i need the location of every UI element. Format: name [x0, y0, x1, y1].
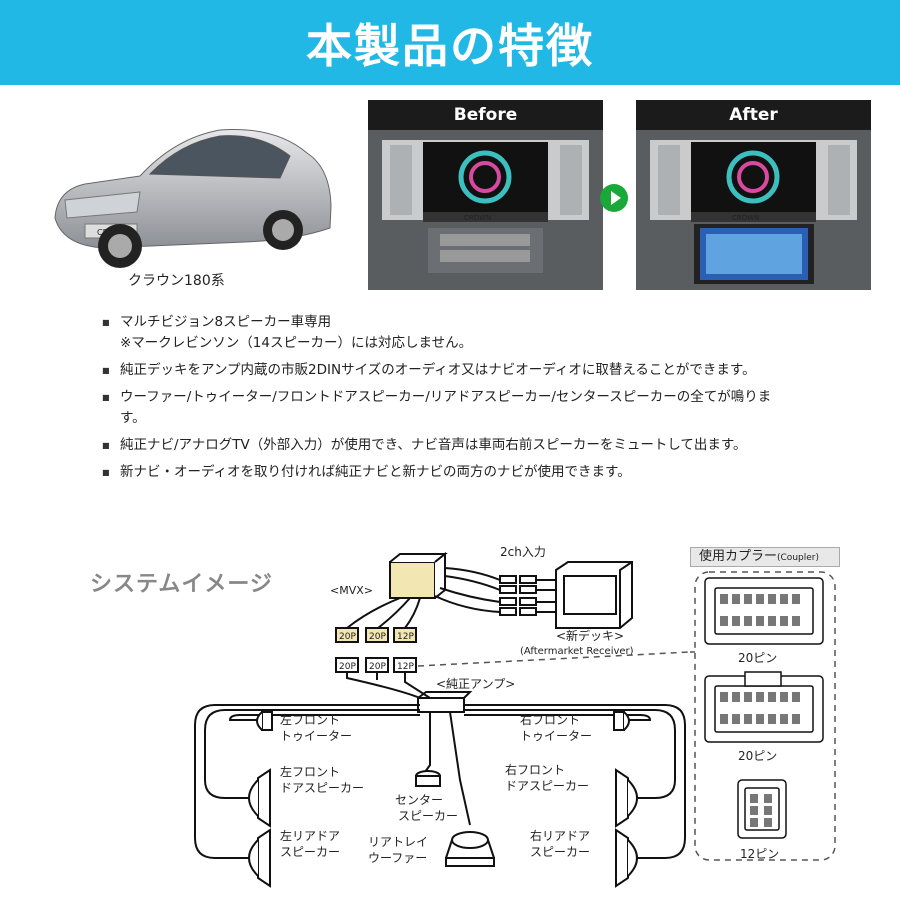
system-title: システムイメージ: [90, 572, 273, 597]
feature-item: ウーファー/トゥイーター/フロントドアスピーカー/リアドアスピーカー/センタース…: [100, 387, 790, 429]
rr-door-label-2: スピーカー: [530, 845, 590, 859]
before-brand: CROWN: [464, 214, 491, 222]
connector-12p: 12P: [397, 632, 414, 642]
fl-tweeter-label-2: トゥイーター: [280, 729, 352, 743]
header-banner: 本製品の特徴: [0, 0, 900, 85]
fl-door-label-2: ドアスピーカー: [280, 781, 364, 795]
arrow-right-icon: [600, 184, 628, 212]
new-deck-en-label: (Aftermarket Receiver): [520, 646, 634, 657]
connector-12p-b: 12P: [397, 662, 414, 672]
woofer-label-2: ウーファー: [368, 851, 427, 865]
fl-tweeter-label-1: 左フロント: [280, 712, 340, 727]
before-photo: CROWN Before: [368, 100, 603, 290]
car-caption: クラウン180系: [128, 273, 225, 289]
connector-20p-c: 20P: [339, 662, 356, 672]
fr-tweeter-label-2: トゥイーター: [520, 729, 592, 743]
rr-door-label-1: 右リアドア: [530, 828, 590, 843]
coupler-title-en: (Coupler): [777, 553, 819, 563]
connector-20p-a: 20P: [339, 632, 356, 642]
connector-20p-d: 20P: [369, 662, 386, 672]
system-diagram: <MVX> 2ch入力 <新デッキ> (Aftermarket Receiver…: [194, 545, 836, 888]
mvx-label: <MVX>: [330, 584, 373, 597]
coupler-label-2: 20ピン: [738, 749, 777, 763]
coupler-title: 使用カプラー(Coupler): [690, 547, 840, 567]
feature-item: マルチビジョン8スピーカー車専用 ※マークレビンソン（14スピーカー）には対応し…: [100, 312, 790, 354]
fr-tweeter-label-1: 右フロント: [520, 712, 580, 727]
connector-20p-b: 20P: [369, 632, 386, 642]
woofer-label-1: リアトレイ: [368, 835, 428, 849]
after-label: After: [729, 105, 778, 125]
before-label: Before: [453, 105, 518, 125]
input-2ch-label: 2ch入力: [500, 545, 546, 559]
feature-note: ※マークレビンソン（14スピーカー）には対応しません。: [120, 335, 473, 351]
center-label-1: センター: [395, 793, 443, 807]
rl-door-label-1: 左リアドア: [280, 828, 340, 843]
feature-item: 純正デッキをアンプ内蔵の市販2DINサイズのオーディオ又はナビオーディオに取替え…: [100, 360, 790, 381]
feature-text: マルチビジョン8スピーカー車専用: [120, 314, 332, 330]
page-title: 本製品の特徴: [306, 18, 594, 73]
feature-list: マルチビジョン8スピーカー車専用 ※マークレビンソン（14スピーカー）には対応し…: [100, 312, 790, 489]
rl-door-label-2: スピーカー: [280, 845, 340, 859]
fl-door-label-1: 左フロント: [280, 764, 340, 779]
amp-label: <純正アンプ>: [436, 677, 515, 691]
new-deck-label: <新デッキ>: [556, 628, 624, 643]
after-brand: CROWN: [732, 214, 759, 222]
coupler-label-3: 12ピン: [740, 847, 779, 861]
fr-door-label-2: ドアスピーカー: [505, 779, 589, 793]
fr-door-label-1: 右フロント: [505, 762, 565, 777]
coupler-label-1: 20ピン: [738, 651, 777, 665]
coupler-title-text: 使用カプラー: [699, 549, 778, 564]
feature-item: 純正ナビ/アナログTV（外部入力）が使用でき、ナビ音声は車両右前スピーカーをミュ…: [100, 435, 790, 456]
feature-item: 新ナビ・オーディオを取り付ければ純正ナビと新ナビの両方のナビが使用できます。: [100, 462, 790, 483]
car-image: CROWN: [45, 108, 340, 290]
after-photo: CROWN After: [636, 100, 871, 290]
center-label-2: スピーカー: [398, 809, 458, 823]
